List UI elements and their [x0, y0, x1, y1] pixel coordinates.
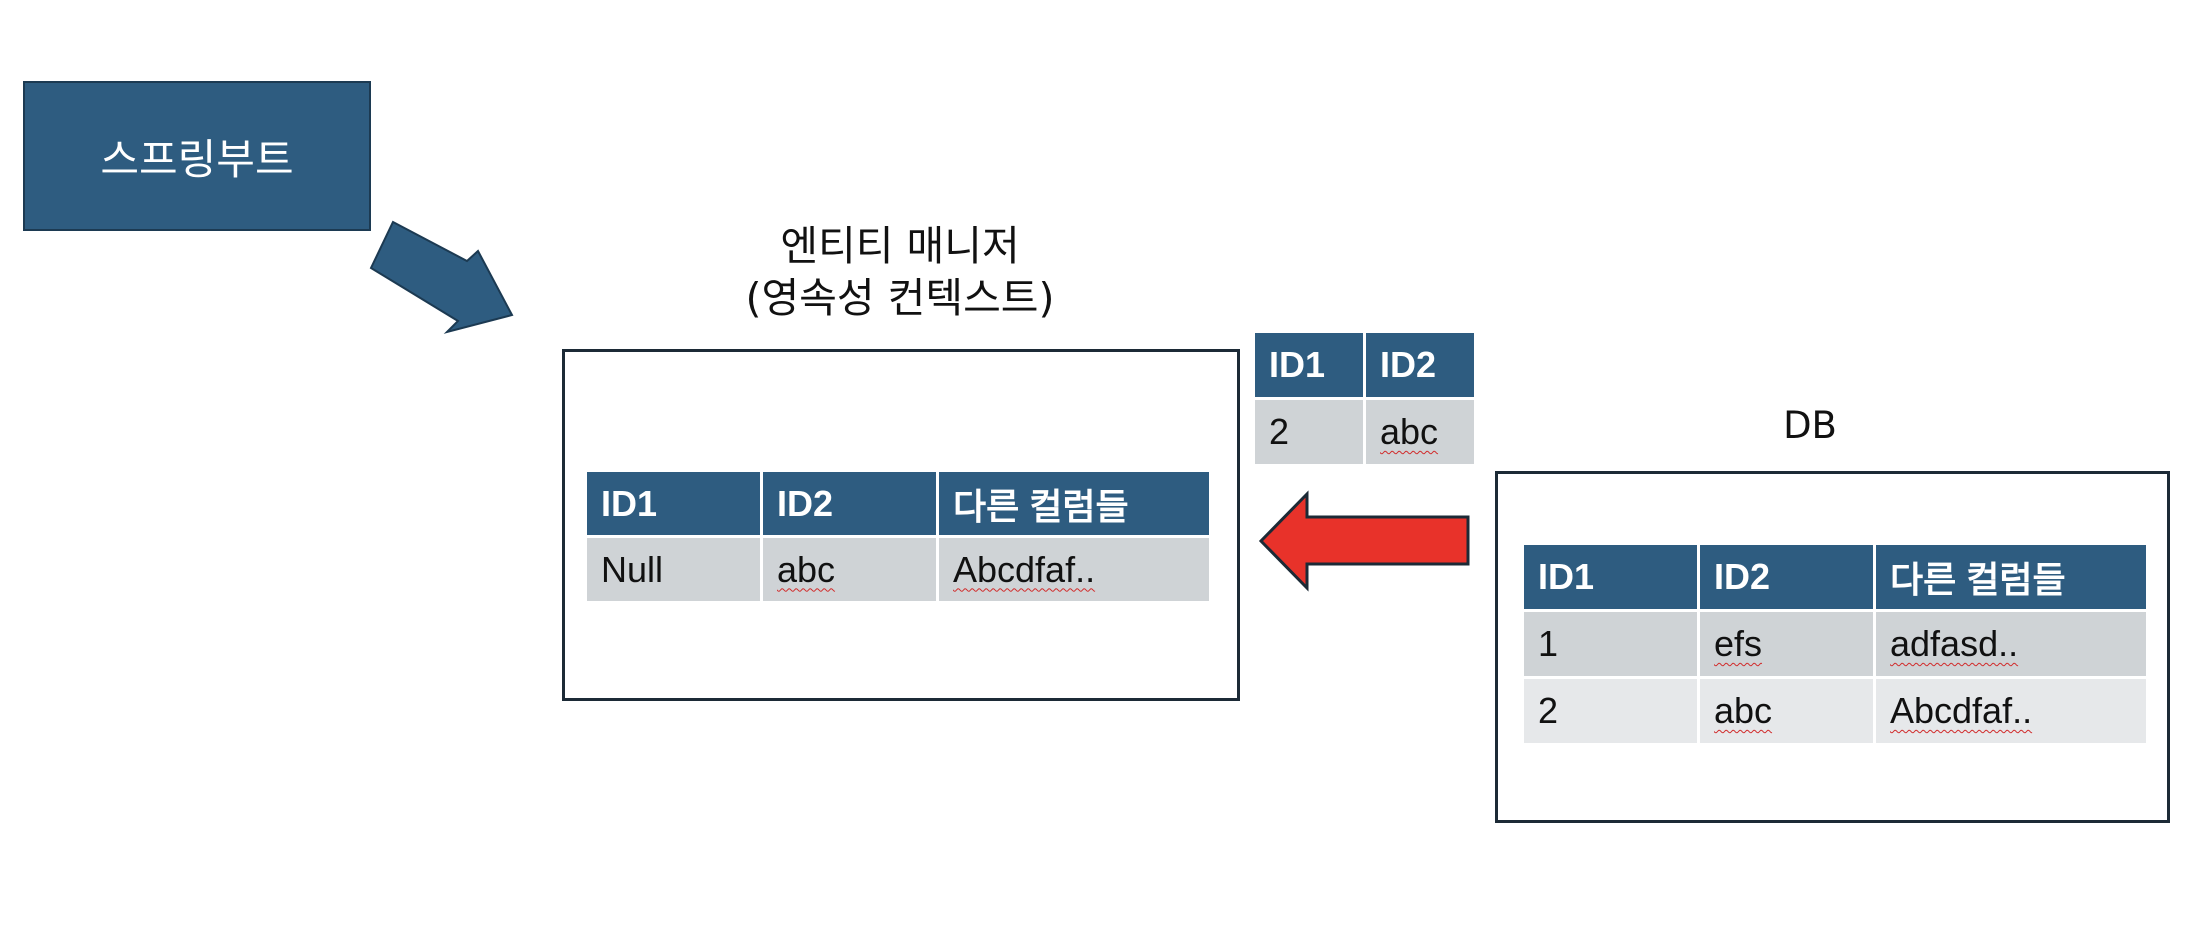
cell-id2: abc	[1366, 400, 1474, 464]
db-title: DB	[1783, 404, 1837, 447]
cell-text: Null	[601, 548, 664, 590]
table-header-row: ID1 ID2	[1255, 333, 1474, 397]
cell-text: abc	[777, 548, 836, 590]
cell-id2: efs	[1700, 612, 1873, 676]
entity-manager-title-line1: 엔티티 매니저	[780, 222, 1020, 270]
spring-boot-box: 스프링부트	[23, 81, 371, 231]
cell-text: abc	[1714, 690, 1773, 731]
cell-text: Abcdfaf..	[1890, 690, 2033, 731]
cell-id2: abc	[763, 538, 936, 601]
spring-boot-label: 스프링부트	[100, 134, 294, 184]
cell-text: 1	[1538, 623, 1559, 664]
cell-text: adfasd..	[1890, 623, 2019, 664]
cell-id1: Null	[587, 538, 760, 601]
arrow-left-icon	[1258, 490, 1470, 592]
table-row: 1 efs adfasd..	[1524, 612, 2146, 676]
column-header-id1: ID1	[587, 472, 760, 535]
column-header-other-columns: 다른 컬럼들	[1876, 545, 2146, 609]
column-header-id2: ID2	[763, 472, 936, 535]
table-row: 2 abc Abcdfaf..	[1524, 679, 2146, 743]
table-header-row: ID1 ID2 다른 컬럼들	[587, 472, 1209, 535]
column-header-id1: ID1	[1524, 545, 1697, 609]
column-header-id2: ID2	[1700, 545, 1873, 609]
cell-text: Abcdfaf..	[953, 548, 1096, 590]
cell-text: 2	[1538, 690, 1559, 731]
cell-text: efs	[1714, 623, 1763, 664]
db-table: ID1 ID2 다른 컬럼들 1 efs adfasd.. 2 abc Abcd…	[1521, 542, 2149, 746]
entity-manager-title-line2: (영속성 컨텍스트)	[745, 274, 1055, 322]
table-row: 2 abc	[1255, 400, 1474, 464]
table-row: Null abc Abcdfaf..	[587, 538, 1209, 601]
cell-text: 2	[1269, 411, 1290, 452]
cell-id1: 1	[1524, 612, 1697, 676]
table-header-row: ID1 ID2 다른 컬럼들	[1524, 545, 2146, 609]
cell-id1: 2	[1524, 679, 1697, 743]
cell-other-columns: Abcdfaf..	[939, 538, 1209, 601]
transfer-row-table: ID1 ID2 2 abc	[1252, 330, 1477, 467]
arrow-down-right-icon	[369, 220, 514, 334]
entity-manager-title: 엔티티 매니저 (영속성 컨텍스트)	[700, 220, 1100, 324]
cell-id2: abc	[1700, 679, 1873, 743]
entity-manager-table: ID1 ID2 다른 컬럼들 Null abc Abcdfaf..	[584, 469, 1212, 604]
cell-other-columns: Abcdfaf..	[1876, 679, 2146, 743]
cell-text: abc	[1380, 411, 1439, 452]
column-header-id1: ID1	[1255, 333, 1363, 397]
cell-other-columns: adfasd..	[1876, 612, 2146, 676]
cell-id1: 2	[1255, 400, 1363, 464]
column-header-id2: ID2	[1366, 333, 1474, 397]
column-header-other-columns: 다른 컬럼들	[939, 472, 1209, 535]
